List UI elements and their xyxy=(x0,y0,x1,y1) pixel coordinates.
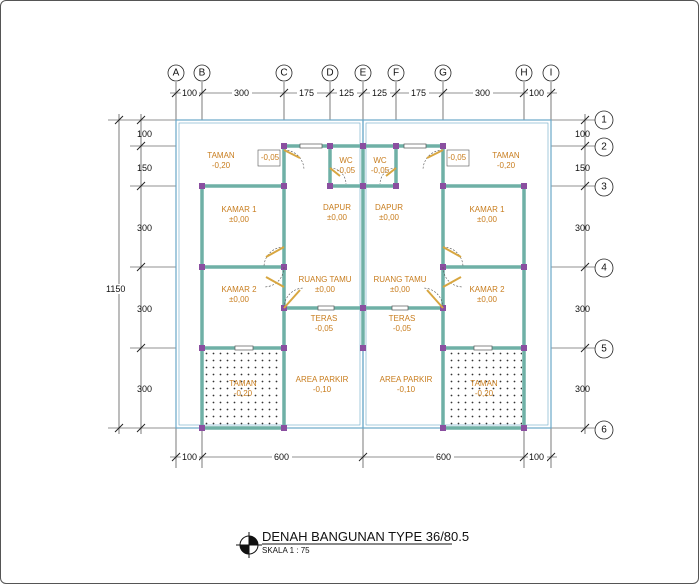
dim-top-1: 100 xyxy=(182,88,197,98)
dim-right-2: 150 xyxy=(575,163,590,173)
room-teras-right-name: TERAS xyxy=(389,314,416,323)
dim-left-1: 100 xyxy=(137,129,152,139)
grid-row-6: 6 xyxy=(601,425,607,436)
dim-top-2: 300 xyxy=(234,88,249,98)
room-parkir-right-name: AREA PARKIR xyxy=(380,375,433,384)
door-level-right: -0,05 xyxy=(448,153,467,162)
dim-left-2: 150 xyxy=(137,163,152,173)
room-teras-left-name: TERAS xyxy=(311,314,338,323)
room-parkir-left-name: AREA PARKIR xyxy=(296,375,349,384)
grid-row-2: 2 xyxy=(601,142,607,153)
room-teras-left-level: -0,05 xyxy=(315,324,334,333)
room-taman2-left-level: -0,20 xyxy=(234,389,253,398)
room-taman-left-level: -0,20 xyxy=(212,161,231,170)
room-taman2-left-name: TAMAN xyxy=(229,379,257,388)
door-swings xyxy=(263,149,464,309)
dimension-labels-bottom: 100 600 600 100 xyxy=(181,452,547,462)
dim-left-5: 300 xyxy=(137,384,152,394)
dim-left-3: 300 xyxy=(137,223,152,233)
dim-left-4: 300 xyxy=(137,304,152,314)
room-kamar1-right-level: ±0,00 xyxy=(477,215,498,224)
grid-row-5: 5 xyxy=(601,344,607,355)
room-taman2-right-level: -0,20 xyxy=(475,389,494,398)
dim-top-6: 175 xyxy=(411,88,426,98)
grid-row-1: 1 xyxy=(601,115,607,126)
drawing-title: DENAH BANGUNAN TYPE 36/80.5 xyxy=(262,529,469,544)
dim-right-1: 100 xyxy=(575,129,590,139)
grid-col-b: B xyxy=(199,68,206,79)
door-level-left: -0,05 xyxy=(261,153,280,162)
room-parkir-left-level: -0,10 xyxy=(313,385,332,394)
step-left xyxy=(257,149,281,167)
dim-bottom-2: 600 xyxy=(274,452,289,462)
grid-row-4: 4 xyxy=(601,263,607,274)
room-dapur-left-level: ±0,00 xyxy=(327,213,348,222)
dim-right-3: 300 xyxy=(575,223,590,233)
room-wc-left-name: WC xyxy=(339,156,353,165)
grid-row-3: 3 xyxy=(601,182,607,193)
garden-hatch-right xyxy=(446,351,522,425)
room-dapur-left-name: DAPUR xyxy=(323,203,351,212)
grid-col-d: D xyxy=(326,68,333,79)
grid-row-bubbles xyxy=(594,110,614,440)
room-ruangtamu-right-name: RUANG TAMU xyxy=(373,275,426,284)
dimension-labels-left: 100 150 300 300 300 1150 xyxy=(104,129,152,394)
dim-top-7: 300 xyxy=(475,88,490,98)
room-taman-left-name: TAMAN xyxy=(207,151,235,160)
room-wc-right-name: WC xyxy=(373,156,387,165)
dim-top-5: 125 xyxy=(372,88,387,98)
dim-right-5: 300 xyxy=(575,384,590,394)
room-kamar2-left-name: KAMAR 2 xyxy=(221,285,257,294)
room-kamar1-left-name: KAMAR 1 xyxy=(221,205,257,214)
garden-hatch-left xyxy=(205,351,281,425)
dim-bottom-3: 600 xyxy=(436,452,451,462)
room-ruangtamu-left-level: ±0,00 xyxy=(315,285,336,294)
room-taman-right-name: TAMAN xyxy=(492,151,520,160)
grid-col-f: F xyxy=(393,68,399,79)
room-taman-right-level: -0,20 xyxy=(497,161,516,170)
grid-col-e: E xyxy=(360,68,367,79)
grid-column-bubbles xyxy=(167,64,560,82)
dim-bottom-1: 100 xyxy=(182,452,197,462)
dimension-labels-top: 100 300 175 125 125 175 300 100 xyxy=(181,88,547,98)
room-wc-left-level: -0,05 xyxy=(337,166,356,175)
room-teras-right-level: -0,05 xyxy=(393,324,412,333)
grid-col-a: A xyxy=(173,68,180,79)
room-kamar1-left-level: ±0,00 xyxy=(229,215,250,224)
room-dapur-right-level: ±0,00 xyxy=(379,213,400,222)
room-ruangtamu-right-level: ±0,00 xyxy=(390,285,411,294)
room-kamar2-right-level: ±0,00 xyxy=(477,295,498,304)
grid-col-h: H xyxy=(520,68,527,79)
step-right xyxy=(446,149,470,167)
dim-top-4: 125 xyxy=(339,88,354,98)
grid-col-g: G xyxy=(439,68,447,79)
dimension-ticks xyxy=(114,88,590,462)
title-block: DENAH BANGUNAN TYPE 36/80.5 SKALA 1 : 75 xyxy=(236,529,469,558)
room-taman2-right-name: TAMAN xyxy=(470,379,498,388)
room-ruangtamu-left-name: RUANG TAMU xyxy=(298,275,351,284)
room-parkir-right-level: -0,10 xyxy=(397,385,416,394)
room-kamar2-right-name: KAMAR 2 xyxy=(469,285,505,294)
grid-col-i: I xyxy=(550,68,553,79)
dim-bottom-4: 100 xyxy=(529,452,544,462)
dim-left-total: 1150 xyxy=(106,284,125,294)
section-marker-icon xyxy=(236,532,262,558)
dim-right-4: 300 xyxy=(575,304,590,314)
dim-top-3: 175 xyxy=(299,88,314,98)
room-labels: TAMAN -0,20 TAMAN -0,20 -0,05 -0,05 WC -… xyxy=(207,151,520,398)
room-wc-right-level: -0,05 xyxy=(371,166,390,175)
grid-col-c: C xyxy=(280,68,287,79)
room-dapur-right-name: DAPUR xyxy=(375,203,403,212)
door-leaves xyxy=(265,149,462,309)
dim-top-8: 100 xyxy=(529,88,544,98)
drawing-scale: SKALA 1 : 75 xyxy=(262,546,310,555)
dimension-labels-right: 100 150 300 300 300 xyxy=(575,129,590,394)
room-kamar1-right-name: KAMAR 1 xyxy=(469,205,505,214)
room-kamar2-left-level: ±0,00 xyxy=(229,295,250,304)
window-openings xyxy=(234,143,493,351)
